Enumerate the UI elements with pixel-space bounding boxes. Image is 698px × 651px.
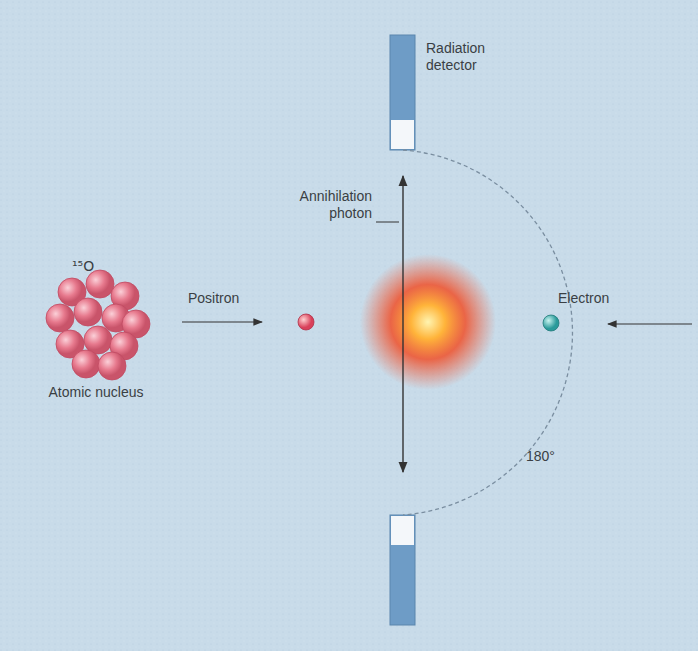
particle-label: Electron	[558, 290, 638, 307]
leader-line	[376, 222, 399, 223]
radiation-detector	[390, 515, 415, 625]
photon-arrow	[402, 176, 403, 322]
motion-arrow	[608, 323, 692, 324]
isotope-label: ¹⁵O	[72, 258, 112, 275]
positron	[298, 314, 314, 330]
atomic-nucleus	[46, 270, 150, 380]
part-label: Atomic nucleus	[48, 384, 144, 401]
annihilation-glow	[360, 254, 496, 390]
detector-label: Radiation detector	[426, 40, 516, 74]
electron	[543, 315, 559, 331]
particle-label: Positron	[188, 290, 268, 307]
angle-label: 180°	[526, 448, 576, 465]
photon-arrow	[402, 322, 403, 472]
radiation-detector	[390, 35, 415, 150]
motion-arrow	[182, 321, 262, 322]
photon-label: Annihilation photon	[262, 188, 372, 222]
